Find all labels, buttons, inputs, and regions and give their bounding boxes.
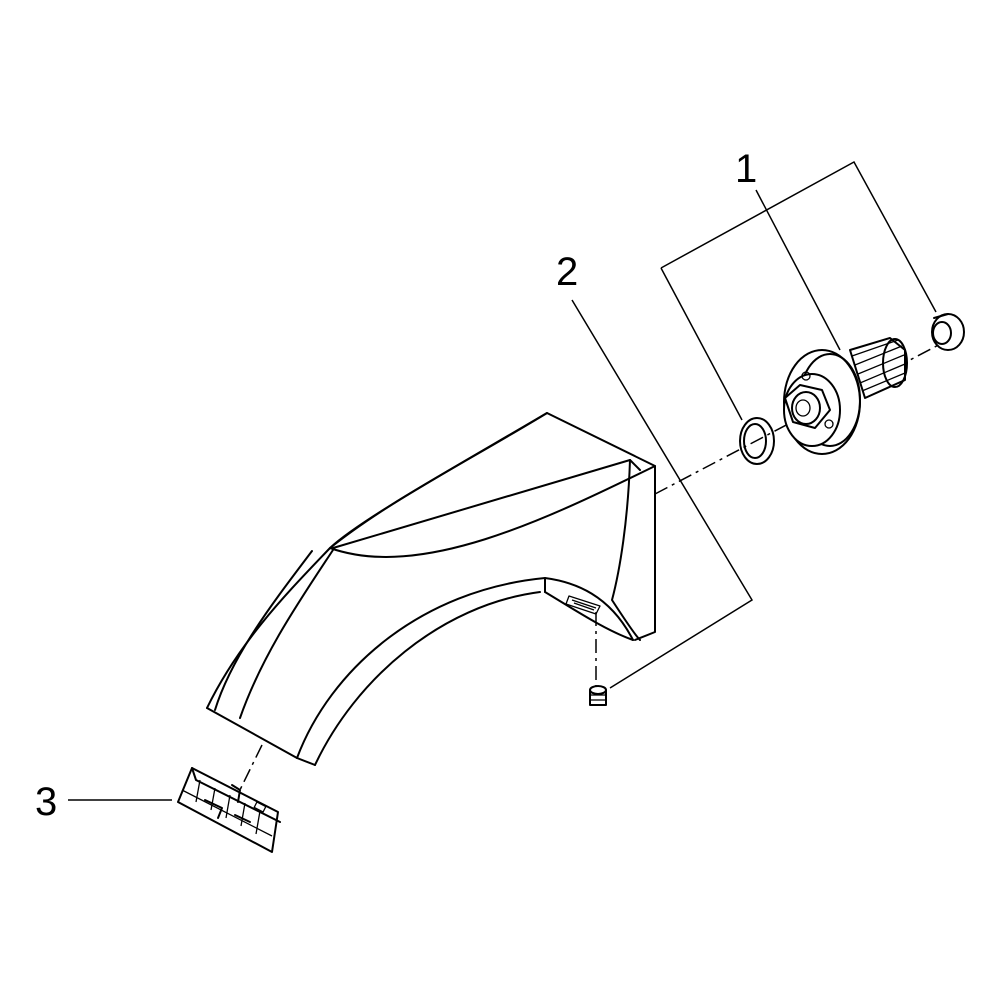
callout-3-label: 3	[35, 780, 57, 824]
o-ring	[739, 417, 775, 465]
mounting-kit	[739, 313, 965, 465]
threaded-adapter	[783, 337, 908, 455]
tub-spout-body	[206, 412, 656, 766]
callout-labels: 1 2 3	[35, 147, 757, 824]
callout-2-label: 2	[556, 250, 578, 294]
set-screw	[589, 685, 607, 706]
callout-1-label: 1	[735, 147, 757, 191]
washer	[931, 313, 965, 351]
callout-leaders	[68, 160, 937, 801]
spout-outlet	[565, 595, 601, 615]
aerator	[177, 767, 281, 853]
